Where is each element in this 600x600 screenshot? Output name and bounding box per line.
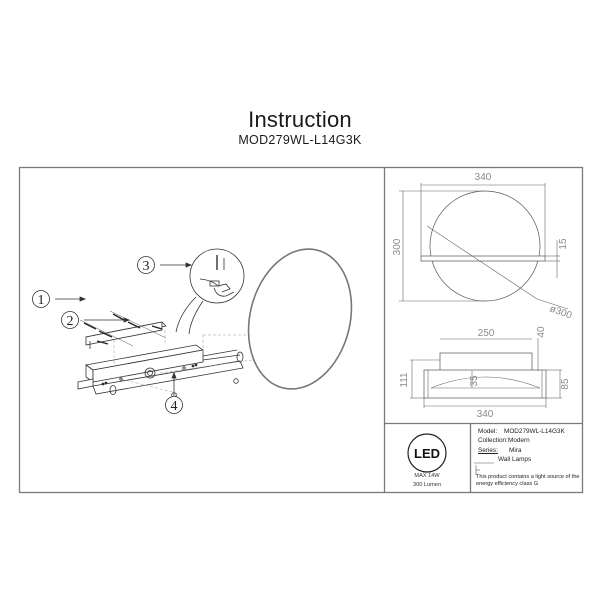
lamp-disc <box>247 248 353 390</box>
assembly-callouts <box>32 256 193 414</box>
dim-bottom-width: 340 <box>477 409 494 420</box>
led-logo: LED <box>414 446 440 461</box>
dim-front-height: 300 <box>392 238 403 255</box>
alignment-lines <box>113 330 253 395</box>
led-power: MAX 14W <box>414 473 440 479</box>
dim-frame-depth: 85 <box>560 378 571 390</box>
energy-note-line1: This product contains a light source of … <box>476 474 580 480</box>
assembly-drawing <box>77 248 353 398</box>
sheet-frame <box>18 166 584 494</box>
dim-diameter: ø300 <box>548 303 574 321</box>
spec-collection-label: Collection: <box>478 437 508 444</box>
screws <box>83 313 163 345</box>
dim-top-width: 250 <box>478 328 495 339</box>
energy-note-line2: energy efficiency class G <box>476 481 539 487</box>
spec-series-label: Series: <box>478 447 498 454</box>
side-view-drawing <box>410 338 562 408</box>
drill-guides <box>79 310 167 347</box>
led-badge-circle <box>407 433 447 473</box>
dim-inner-depth: 35 <box>469 375 480 387</box>
spec-collection-value: Modern <box>508 437 530 444</box>
callout-1: 1 <box>38 293 45 308</box>
dim-front-width: 340 <box>475 172 492 183</box>
callout-3: 3 <box>143 259 150 274</box>
lamp-body <box>77 344 244 398</box>
callout-4: 4 <box>171 399 178 414</box>
model-code: MOD279WL-L14G3K <box>238 133 362 147</box>
spec-type-value: Wall Lamps <box>498 456 532 463</box>
led-lumen: 300 Lumen <box>413 482 441 488</box>
dim-bar-thickness: 15 <box>558 238 569 250</box>
spec-model-value: MOD279WL-L14G3K <box>504 428 565 435</box>
spec-model-label: Model: <box>478 428 498 435</box>
wiring-detail-circle <box>175 248 245 335</box>
front-view-drawing <box>399 183 569 310</box>
callout-2: 2 <box>67 314 74 329</box>
wall-lamp-icon <box>474 462 494 475</box>
page-title: Instruction <box>248 107 352 132</box>
dim-total-depth: 111 <box>399 372 410 388</box>
spec-series-value: Mira <box>509 447 522 454</box>
dim-top-depth: 40 <box>536 326 547 338</box>
